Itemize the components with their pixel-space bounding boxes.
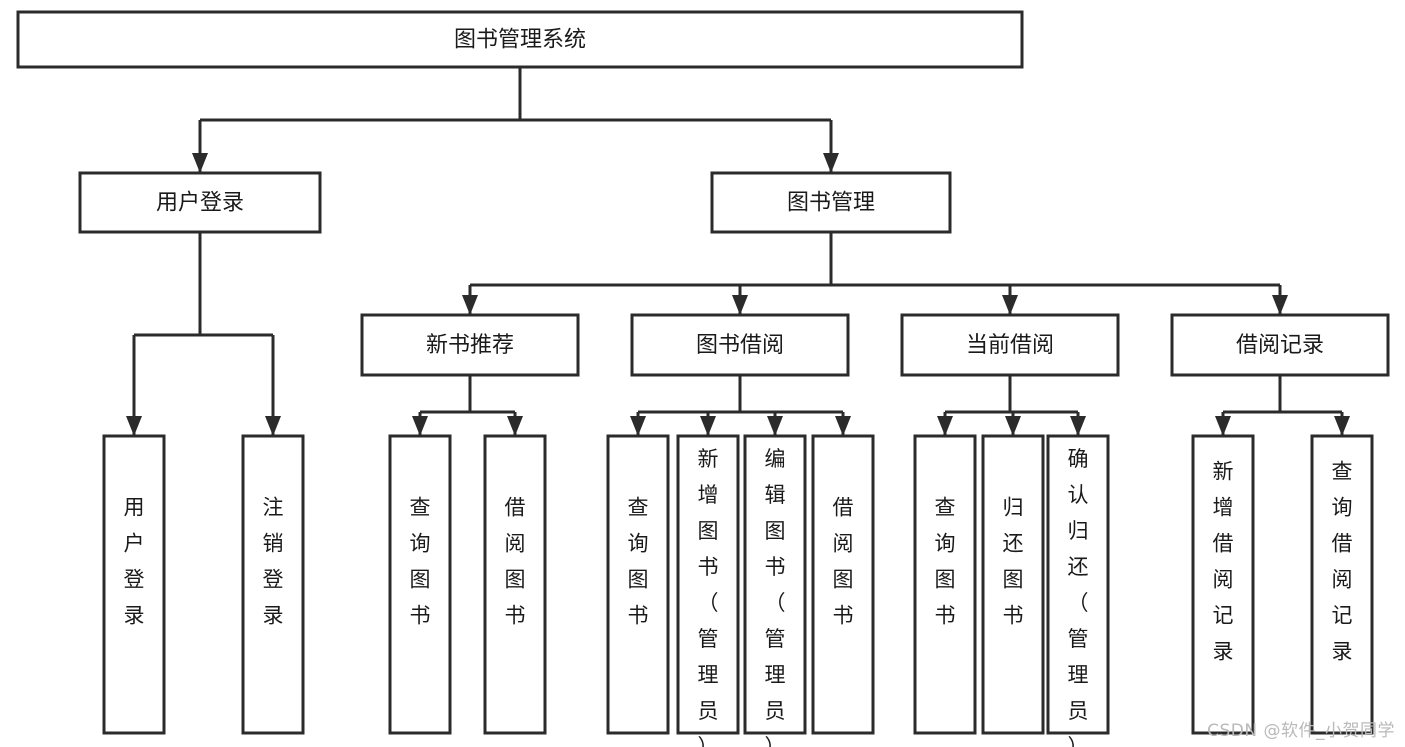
level2-box[interactable] [1170,313,1390,377]
level2-box[interactable] [900,313,1120,377]
leaf-box[interactable] [913,434,977,735]
level2-box[interactable] [630,313,850,377]
edges-layer [126,67,1350,436]
node-leaf-logout[interactable]: 注销登录 [241,434,305,735]
node-leaf-confirm-return[interactable]: 确认归还（管理员） [1046,434,1110,747]
arrowhead-leaf-borrow-book-1 [507,416,523,436]
leaf-label: 用户登录 [124,496,145,628]
node-current-borrow[interactable]: 当前借阅 [900,313,1120,377]
node-leaf-query-book-3[interactable]: 查询图书 [913,434,977,735]
watermark-text: CSDN @软件_小贺同学 [1207,721,1395,741]
leaf-label: 查询借阅记录 [1332,460,1353,664]
leaf-box[interactable] [388,434,452,735]
arrowhead-leaf-return-book [1005,416,1021,436]
leaf-label: 借阅图书 [833,496,854,628]
arrowhead-leaf-add-record [1215,416,1231,436]
arrowhead-leaf-edit-book [767,416,783,436]
node-leaf-borrow-book-2[interactable]: 借阅图书 [811,434,875,735]
leaf-label: 查询图书 [935,496,956,628]
leaf-label: 注销登录 [263,496,284,628]
nodes-layer: 图书管理系统用户登录图书管理新书推荐图书借阅当前借阅借阅记录用户登录注销登录查询… [16,10,1390,747]
node-leaf-query-book-1[interactable]: 查询图书 [388,434,452,735]
arrowhead-new-book-recommend [462,295,478,315]
arrowhead-leaf-borrow-book-2 [835,416,851,436]
leaf-box[interactable] [606,434,670,735]
arrowhead-leaf-query-book-1 [412,416,428,436]
level1-box[interactable] [710,171,952,234]
leaf-box[interactable] [483,434,547,735]
level1-box[interactable] [78,171,322,234]
leaf-label: 借阅图书 [505,496,526,628]
leaf-box[interactable] [981,434,1045,735]
leaf-label: 新增图书（管理员） [698,447,719,747]
node-leaf-query-record[interactable]: 查询借阅记录 [1310,434,1374,735]
root-label: 图书管理系统 [454,28,586,53]
level2-label: 当前借阅 [966,333,1054,358]
leaf-box[interactable] [811,434,875,735]
node-book-manage[interactable]: 图书管理 [710,171,952,234]
leaf-label: 确认归还（管理员） [1068,447,1089,747]
node-book-borrow[interactable]: 图书借阅 [630,313,850,377]
node-leaf-user-login[interactable]: 用户登录 [102,434,166,735]
level1-label: 用户登录 [156,191,244,216]
arrowhead-leaf-add-book [700,416,716,436]
leaf-label: 新增借阅记录 [1213,460,1234,664]
leaf-label: 归还图书 [1003,496,1024,628]
node-leaf-edit-book[interactable]: 编辑图书（管理员） [743,434,807,747]
node-user-login[interactable]: 用户登录 [78,171,322,234]
level2-label: 新书推荐 [426,333,514,358]
arrowhead-book-borrow [732,295,748,315]
root-box[interactable] [16,10,1024,69]
leaf-box[interactable] [676,434,740,735]
node-borrow-record[interactable]: 借阅记录 [1170,313,1390,377]
leaf-box[interactable] [743,434,807,735]
arrowhead-user-login [192,153,208,173]
arrowhead-borrow-record [1272,295,1288,315]
node-leaf-add-record[interactable]: 新增借阅记录 [1191,434,1255,735]
node-leaf-borrow-book-1[interactable]: 借阅图书 [483,434,547,735]
leaf-box[interactable] [102,434,166,735]
leaf-label: 查询图书 [410,496,431,628]
level2-box[interactable] [360,313,580,377]
node-new-book-recommend[interactable]: 新书推荐 [360,313,580,377]
leaf-box[interactable] [1191,434,1255,735]
node-leaf-query-book-2[interactable]: 查询图书 [606,434,670,735]
leaf-label: 查询图书 [628,496,649,628]
leaf-box[interactable] [1310,434,1374,735]
arrowhead-leaf-query-record [1334,416,1350,436]
node-undefined[interactable]: 图书管理系统 [16,10,1024,69]
arrowhead-leaf-query-book-2 [630,416,646,436]
leaf-box[interactable] [1046,434,1110,735]
node-leaf-return-book[interactable]: 归还图书 [981,434,1045,735]
level1-label: 图书管理 [787,191,875,216]
arrowhead-current-borrow [1002,295,1018,315]
arrowhead-book-manage [823,153,839,173]
level2-label: 借阅记录 [1236,333,1324,358]
arrowhead-leaf-query-book-3 [937,416,953,436]
leaf-label: 编辑图书（管理员） [765,447,786,747]
level2-label: 图书借阅 [696,333,784,358]
arrowhead-leaf-logout [265,416,281,436]
node-leaf-add-book[interactable]: 新增图书（管理员） [676,434,740,747]
leaf-box[interactable] [241,434,305,735]
arrowhead-leaf-user-login [126,416,142,436]
arrowhead-leaf-confirm-return [1070,416,1086,436]
